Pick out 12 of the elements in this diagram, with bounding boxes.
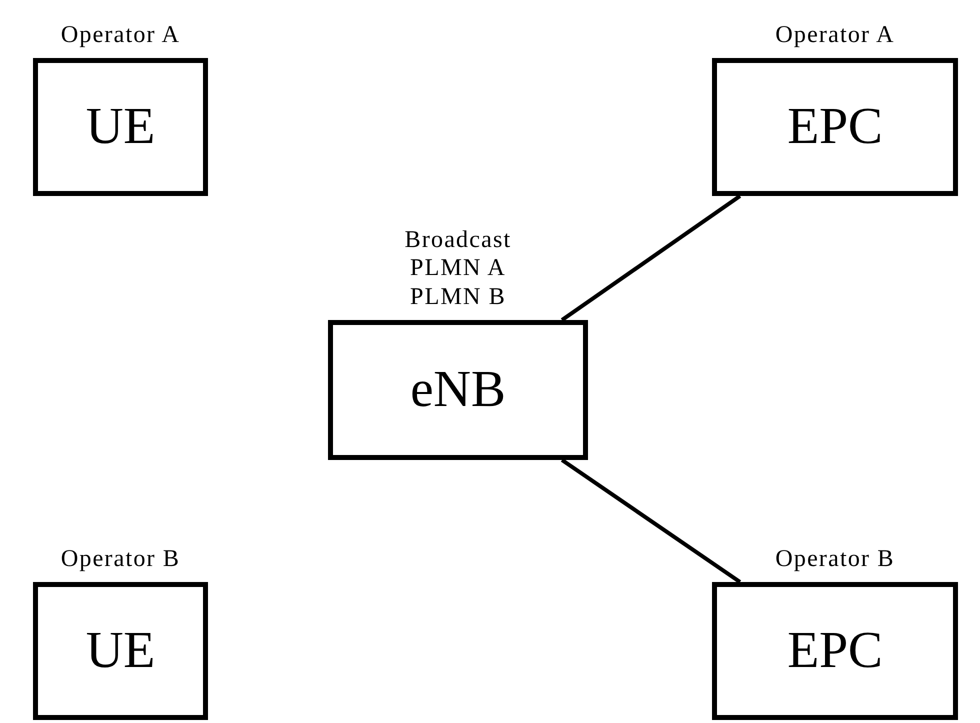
node-heading: Operator A	[774, 21, 896, 50]
process-box: eNB	[328, 320, 588, 460]
node-heading: Operator A	[60, 21, 182, 50]
connector-line	[560, 194, 742, 322]
process-box: EPC	[712, 582, 958, 720]
node-heading: Operator B	[60, 545, 182, 574]
process-box: UE	[33, 58, 208, 196]
process-box: UE	[33, 582, 208, 720]
process-box: EPC	[712, 58, 958, 196]
connector-line	[560, 458, 742, 584]
node-heading: Broadcast PLMN A PLMN B	[404, 226, 512, 312]
node-heading: Operator B	[774, 545, 896, 574]
